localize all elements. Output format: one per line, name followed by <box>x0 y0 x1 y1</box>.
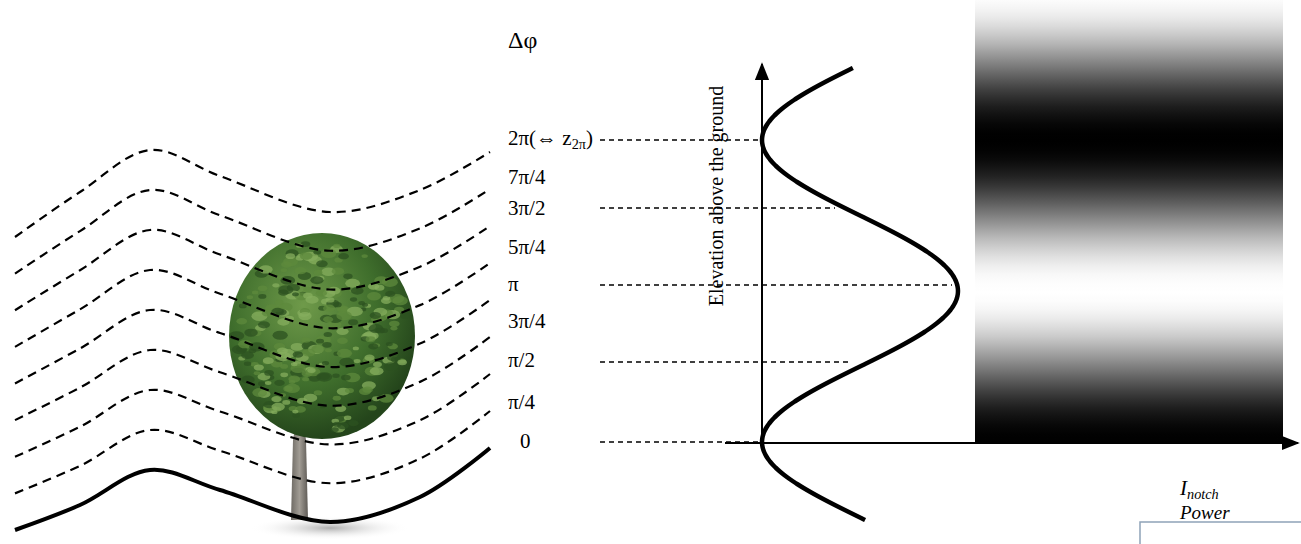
phase-value: 3π/2 <box>508 196 545 220</box>
phase-value: ) <box>586 126 593 150</box>
phase-value: 2π(⇔ z <box>508 126 572 150</box>
phase-value-group: π <box>508 273 519 296</box>
phase-value-group: 0 <box>520 430 531 453</box>
intensity-plot <box>600 0 1298 520</box>
tree-canopy <box>229 233 415 439</box>
phase-value-group: π/4 <box>508 391 535 414</box>
phase-value: 2π <box>572 136 586 152</box>
level-line <box>600 441 760 442</box>
tree-shadow <box>250 516 410 540</box>
level-line <box>600 361 850 362</box>
phase-value: 3π/4 <box>508 309 545 333</box>
phase-contours <box>15 150 490 530</box>
level-line <box>600 284 952 285</box>
phase-contour <box>15 263 490 347</box>
phase-contour <box>15 337 490 420</box>
axis-title: Power <box>1180 502 1230 523</box>
phase-value-group: 5π/4 <box>508 236 545 259</box>
frame-box <box>1140 522 1301 544</box>
axis-title-group: Power <box>1180 503 1230 524</box>
level-line <box>600 139 760 140</box>
phase-value: 5π/4 <box>508 235 545 259</box>
x-axis <box>725 442 1298 444</box>
y-axis <box>761 64 763 443</box>
phase-value: π/2 <box>508 348 535 372</box>
ground-line <box>15 448 490 530</box>
phase-value-group: 3π/4 <box>508 310 545 333</box>
phase-symbol: Δφ <box>508 27 537 53</box>
phase-contour <box>15 300 490 384</box>
phase-contour <box>15 150 490 237</box>
axis-title-group: Inotch <box>1180 477 1219 503</box>
phase-value: π/4 <box>508 390 535 414</box>
tree-leaves <box>229 241 410 432</box>
axis-title: Elevation above the ground <box>705 86 727 307</box>
axis-title: I <box>1180 476 1187 500</box>
phase-value-group: 3π/2 <box>508 197 545 220</box>
phase-contour <box>15 226 490 310</box>
phase-value-group: π/2 <box>508 349 535 372</box>
phase-value: 7π/4 <box>508 165 545 189</box>
phase-value-group: 7π/4 <box>508 166 545 189</box>
phase-value-group: 2π(⇔ z2π) <box>508 127 593 153</box>
phase-contour <box>15 374 490 457</box>
intensity-curve <box>762 68 958 520</box>
axis-title: notch <box>1187 486 1219 502</box>
phase-contour <box>15 189 490 274</box>
fringe-band <box>975 0 1283 443</box>
phase-symbol-group: Δφ <box>508 27 537 53</box>
axis-title-group: Elevation above the ground <box>705 86 727 307</box>
phase-value: π <box>508 272 519 296</box>
phase-value: 0 <box>520 429 531 453</box>
